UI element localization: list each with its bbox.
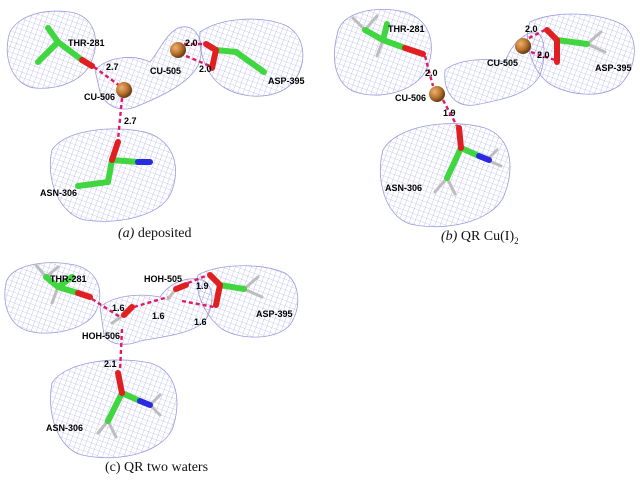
label-asn-306: ASN-306 <box>40 188 77 198</box>
asn-bond-2 <box>458 145 482 159</box>
label-asp-395: ASP-395 <box>256 309 293 319</box>
asp-hydrogen-1 <box>242 275 260 291</box>
caption-panel-a: (a) deposited <box>118 226 191 242</box>
asn-oxygen <box>115 370 125 396</box>
asn-hydrogen-1 <box>433 176 449 194</box>
caption-panel-b: (b) QR Cu(I)2 <box>441 229 519 246</box>
label-asn-306: ASN-306 <box>385 183 422 193</box>
water-506-oxygen <box>121 304 135 318</box>
asn-oxygen <box>456 125 464 151</box>
thr-bond-3 <box>380 37 408 51</box>
label-cu-506: CU-506 <box>84 92 115 102</box>
distance-hoh506-asn: 2.1 <box>104 359 117 369</box>
caption-b-text: QR Cu(I) <box>460 229 515 244</box>
caption-c-letter: (c) <box>105 460 121 475</box>
thr-bond-3 <box>55 39 85 63</box>
label-thr-281: THR-281 <box>388 24 425 34</box>
asp-bond-1 <box>554 37 590 47</box>
asp-bond-1 <box>213 47 239 55</box>
hbond-hoh506-asn <box>118 328 124 372</box>
hbond-cu506-asn <box>116 97 124 141</box>
label-hoh-506: HOH-506 <box>82 331 120 341</box>
density-mesh-asp <box>199 18 304 97</box>
asp-bond-1 <box>217 282 247 292</box>
hbond-cu506-asn <box>441 99 459 127</box>
distance-cu505-asp-1: 2.0 <box>185 38 198 48</box>
caption-b-subscript: 2 <box>514 235 519 246</box>
asn-nitrogen <box>137 398 153 408</box>
distance-cu505-asp-2: 2.0 <box>537 50 550 60</box>
panel-c: THR-281 HOH-505 ASP-395 HOH-506 ASN-306 … <box>0 255 320 482</box>
caption-b-letter: (b) <box>441 229 458 244</box>
copper-atom-506 <box>429 86 445 102</box>
label-asp-395: ASP-395 <box>268 76 305 86</box>
distance-cu505-asp-2: 2.0 <box>199 64 212 74</box>
distance-thr-hoh506: 1.6 <box>112 303 125 313</box>
copper-atom-506 <box>116 82 132 98</box>
asn-bond-2 <box>105 157 115 185</box>
caption-c-text: QR two waters <box>124 460 209 475</box>
copper-atom-505 <box>170 42 186 58</box>
asn-oxygen <box>109 139 121 163</box>
asn-bond-2 <box>119 390 143 404</box>
hbond-thr-cu506 <box>423 55 435 87</box>
label-asp-395: ASP-395 <box>595 63 632 73</box>
asp-oxygen-2 <box>209 47 219 71</box>
distance-hoh505-asp: 1.9 <box>196 281 209 291</box>
asn-nitrogen <box>476 153 492 163</box>
caption-a-text: deposited <box>137 226 192 241</box>
asn-bond-1 <box>75 179 111 189</box>
thr-bond-1 <box>35 39 61 65</box>
asp-hydrogen-2 <box>585 42 607 54</box>
asn-bond-1 <box>105 390 125 424</box>
asp-oxygen-2 <box>213 282 223 308</box>
thr-oxygen <box>75 290 93 300</box>
asp-bond-2 <box>233 49 267 75</box>
caption-panel-c: (c) QR two waters <box>105 460 208 476</box>
hbond-thr-hoh506 <box>91 297 121 319</box>
hbond-cu505-asp-2 <box>185 54 211 68</box>
hbond-thr-cu506 <box>93 66 121 87</box>
distance-cu506-asn: 1.9 <box>443 108 456 118</box>
label-cu-506: CU-506 <box>395 93 426 103</box>
panel-b: THR-281 CU-505 ASP-395 CU-506 ASN-306 2.… <box>325 0 640 255</box>
label-cu-505: CU-505 <box>150 66 181 76</box>
thr-bond-3 <box>55 284 81 296</box>
label-cu-505: CU-505 <box>487 58 518 68</box>
distance-cu505-asp-1: 2.0 <box>525 24 538 34</box>
thr-hydrogen-2 <box>363 14 379 32</box>
asp-hydrogen-1 <box>585 30 603 46</box>
panel-a-structure: THR-281 CU-505 ASP-395 CU-506 ASN-306 2.… <box>6 10 305 222</box>
distance-hoh505-asp-2: 1.6 <box>194 317 207 327</box>
hbond-hoh505-asp <box>187 273 209 285</box>
distance-thr-cu506: 2.0 <box>425 68 438 78</box>
hbond-hoh505-asp-2 <box>181 299 215 309</box>
density-mesh-thr <box>334 9 432 96</box>
panel-b-structure: THR-281 CU-505 ASP-395 CU-506 ASN-306 2.… <box>334 9 635 228</box>
distance-thr-cu506: 2.7 <box>106 62 119 72</box>
asp-hydrogen-2 <box>242 287 264 299</box>
label-asn-306: ASN-306 <box>46 423 83 433</box>
density-mesh-asn <box>49 128 176 222</box>
hbond-cu505-asp-1 <box>528 28 546 40</box>
hbond-hoh506-hoh505 <box>133 295 169 309</box>
distance-hoh506-hoh505: 1.6 <box>152 311 165 321</box>
caption-a-letter: (a) <box>118 226 135 241</box>
hbond-cu505-asp-2 <box>530 50 556 62</box>
label-hoh-505: HOH-505 <box>144 274 182 284</box>
panel-a: THR-281 CU-505 ASP-395 CU-506 ASN-306 2.… <box>0 0 320 250</box>
thr-oxygen <box>402 45 426 57</box>
label-thr-281: THR-281 <box>68 38 105 48</box>
water-505-oxygen <box>173 282 189 292</box>
thr-oxygen <box>79 57 95 69</box>
label-thr-281: THR-281 <box>50 274 87 284</box>
thr-bond-1 <box>362 27 386 43</box>
distance-cu506-asn: 2.7 <box>124 116 137 126</box>
copper-atom-505 <box>515 38 531 54</box>
asn-bond-3 <box>109 157 141 165</box>
panel-c-structure: THR-281 HOH-505 ASP-395 HOH-506 ASN-306 … <box>4 262 299 459</box>
asn-bond-1 <box>444 145 464 181</box>
